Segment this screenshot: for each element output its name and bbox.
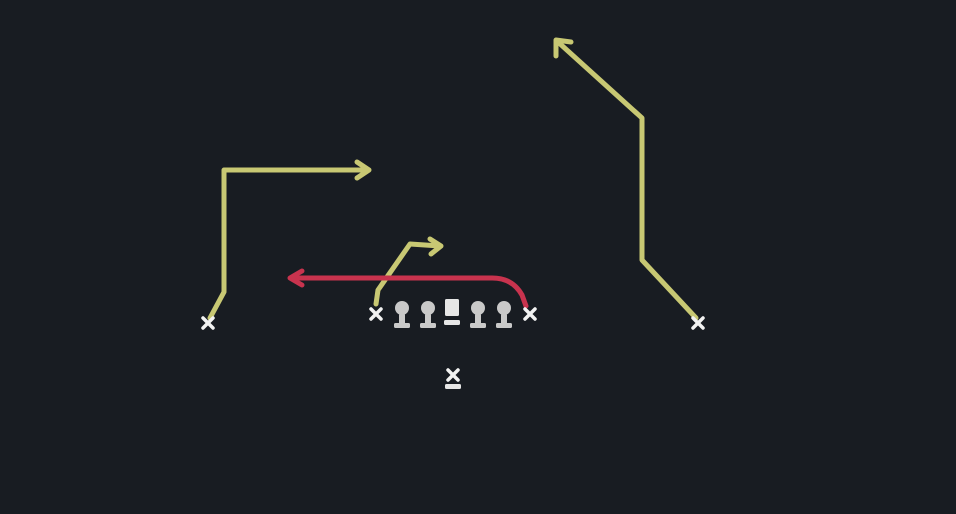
lineman-icon: [420, 301, 436, 328]
route-slot-receiver-arrow: [427, 236, 444, 257]
lineman-icon: [470, 301, 486, 328]
x-mark-icon: [201, 316, 215, 330]
route-left-receiver-path: [207, 167, 371, 321]
route-slot-receiver: [373, 236, 444, 307]
route-left-receiver-arrow: [354, 159, 372, 181]
route-tight-end-path: [289, 275, 529, 309]
route-tight-end: [287, 268, 529, 309]
x-mark-icon: [523, 307, 537, 321]
route-right-receiver: [553, 37, 699, 321]
route-right-receiver-arrow: [553, 37, 574, 59]
route-tight-end-arrow: [287, 268, 305, 288]
x-mark-icon: [369, 307, 383, 321]
lineman-icon: [496, 301, 512, 328]
offensive-line: [394, 299, 512, 328]
route-slot-receiver-path: [373, 241, 443, 307]
center-block-icon: [444, 299, 460, 325]
x-mark-icon: [691, 316, 705, 330]
route-left-receiver: [207, 159, 372, 321]
route-right-receiver-path: [555, 39, 699, 321]
quarterback-icon: [445, 368, 461, 389]
lineman-icon: [394, 301, 410, 328]
